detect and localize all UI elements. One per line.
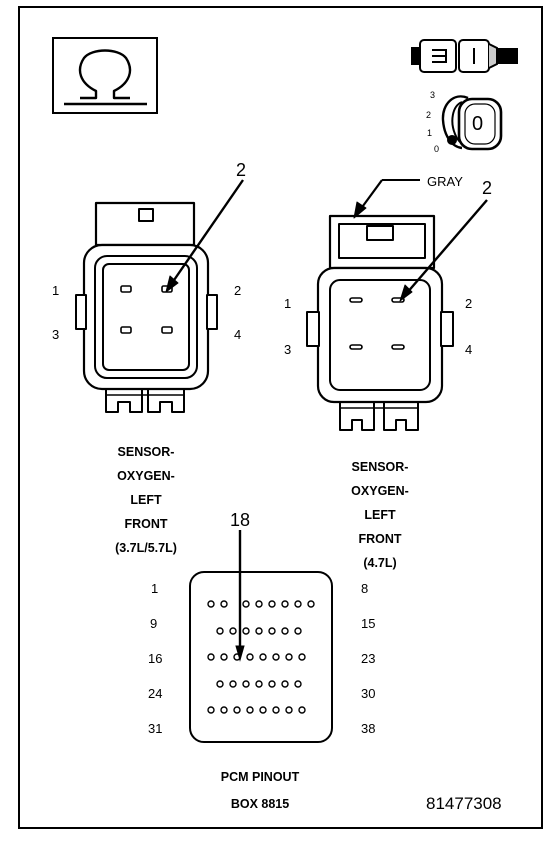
pcm-pin: [216, 627, 224, 635]
pcm-pin: [285, 653, 293, 661]
pcm-pin: [242, 600, 250, 608]
pcm-row-1-end-label: 8: [361, 581, 369, 596]
pcm-pin: [298, 706, 306, 714]
pcm-pin: [281, 680, 289, 688]
pcm-pin: [246, 706, 254, 714]
ignition-position-3: 3: [430, 90, 436, 100]
caption-line: LEFT: [130, 493, 162, 507]
caption-line: FRONT: [358, 532, 402, 546]
pcm-row-5-start-label: 31: [148, 721, 163, 736]
pcm-pin: [207, 600, 215, 608]
pcm-pin: [242, 680, 250, 688]
caption-line: OXYGEN-: [117, 469, 175, 483]
pcm-pin: [268, 680, 276, 688]
pcm-pin: [294, 627, 302, 635]
pcm-pin: [272, 706, 280, 714]
connector-a-callout: 2: [236, 160, 247, 180]
pcm-pin: [229, 627, 237, 635]
pcm-pin: [255, 680, 263, 688]
caption-line: SENSOR-: [351, 460, 409, 474]
pcm-pin: [281, 600, 289, 608]
pcm-pin: [207, 706, 215, 714]
pcm-pin-grid: [207, 600, 315, 714]
connector-b-pin-3-label: 3: [284, 342, 292, 357]
pcm-row-3-start-label: 16: [148, 651, 163, 666]
pcm-row-2-end-label: 15: [361, 616, 376, 631]
pcm-pin: [268, 627, 276, 635]
ignition-position-1: 1: [427, 128, 433, 138]
pcm-pin: [220, 706, 228, 714]
connector-b-pin-4-label: 4: [465, 342, 473, 357]
caption-line: OXYGEN-: [351, 484, 409, 498]
pcm-pin: [294, 600, 302, 608]
pcm-pin: [233, 706, 241, 714]
ignition-key-label: 0: [472, 113, 484, 135]
caption-line: BOX 8815: [230, 797, 290, 811]
pcm-pin: [255, 600, 263, 608]
caption-line: SENSOR-: [117, 445, 175, 459]
pcm-pin: [229, 680, 237, 688]
connector-a-drawing: [75, 179, 244, 413]
ignition-key-icon: [441, 95, 503, 151]
connector-a-terminal: [161, 326, 173, 334]
connector-b-caption: SENSOR- OXYGEN- LEFT FRONT (4.7L): [328, 455, 432, 575]
pcm-pin: [246, 653, 254, 661]
pcm-pin: [307, 600, 315, 608]
connector-b-body: [316, 266, 444, 404]
connector-b-terminal: [349, 297, 363, 303]
connector-a-caption: SENSOR- OXYGEN- LEFT FRONT (3.7L/5.7L): [96, 440, 196, 560]
pcm-pin: [242, 627, 250, 635]
caption-line: (3.7L/5.7L): [115, 541, 177, 555]
pcm-pin: [259, 706, 267, 714]
pcm-row-1-start-label: 1: [151, 581, 159, 596]
pcm-pin: [281, 627, 289, 635]
ignition-position-2: 2: [426, 110, 432, 120]
pcm-row-3-end-label: 23: [361, 651, 376, 666]
ohm-symbol-icon: [52, 37, 158, 114]
pcm-pin: [220, 653, 228, 661]
pcm-pinout-drawing: [189, 530, 333, 743]
caption-line: LEFT: [364, 508, 396, 522]
connector-plug-icon: [411, 39, 518, 73]
connector-b-color-label: GRAY: [427, 174, 463, 189]
ignition-position-0: 0: [434, 144, 440, 154]
pcm-pin: [220, 600, 228, 608]
pcm-pin: [255, 627, 263, 635]
pcm-callout: 18: [230, 510, 251, 530]
pcm-caption: PCM PINOUT BOX 8815: [190, 764, 330, 818]
pcm-pin: [294, 680, 302, 688]
pcm-pin: [285, 706, 293, 714]
connector-b-pin-1-label: 1: [284, 296, 292, 311]
connector-b-callout: 2: [482, 178, 493, 198]
caption-line: FRONT: [124, 517, 168, 531]
connector-a-pin-3-label: 3: [52, 327, 60, 342]
pcm-row-2-start-label: 9: [150, 616, 158, 631]
connector-b-pin-2-label: 2: [465, 296, 473, 311]
pcm-pin: [272, 653, 280, 661]
diagram-border: [18, 6, 543, 829]
connector-a-terminal: [120, 326, 132, 334]
pcm-row-4-start-label: 24: [148, 686, 163, 701]
connector-b-terminal: [391, 297, 405, 303]
caption-line: (4.7L): [363, 556, 397, 570]
document-id: 81477308: [426, 794, 502, 813]
pcm-pin: [216, 680, 224, 688]
connector-b-terminal: [391, 344, 405, 350]
connector-a-pin-1-label: 1: [52, 283, 60, 298]
connector-b-drawing: [306, 179, 488, 431]
pcm-row-5-end-label: 38: [361, 721, 376, 736]
pcm-pin: [268, 600, 276, 608]
pcm-pin: [298, 653, 306, 661]
caption-line: PCM PINOUT: [220, 770, 300, 784]
pcm-pin: [207, 653, 215, 661]
pcm-pin: [259, 653, 267, 661]
connector-a-pin-2-label: 2: [234, 283, 242, 298]
pcm-row-4-end-label: 30: [361, 686, 376, 701]
connector-b-terminal: [349, 344, 363, 350]
connector-a-pin-4-label: 4: [234, 327, 242, 342]
connector-a-terminal: [120, 285, 132, 293]
